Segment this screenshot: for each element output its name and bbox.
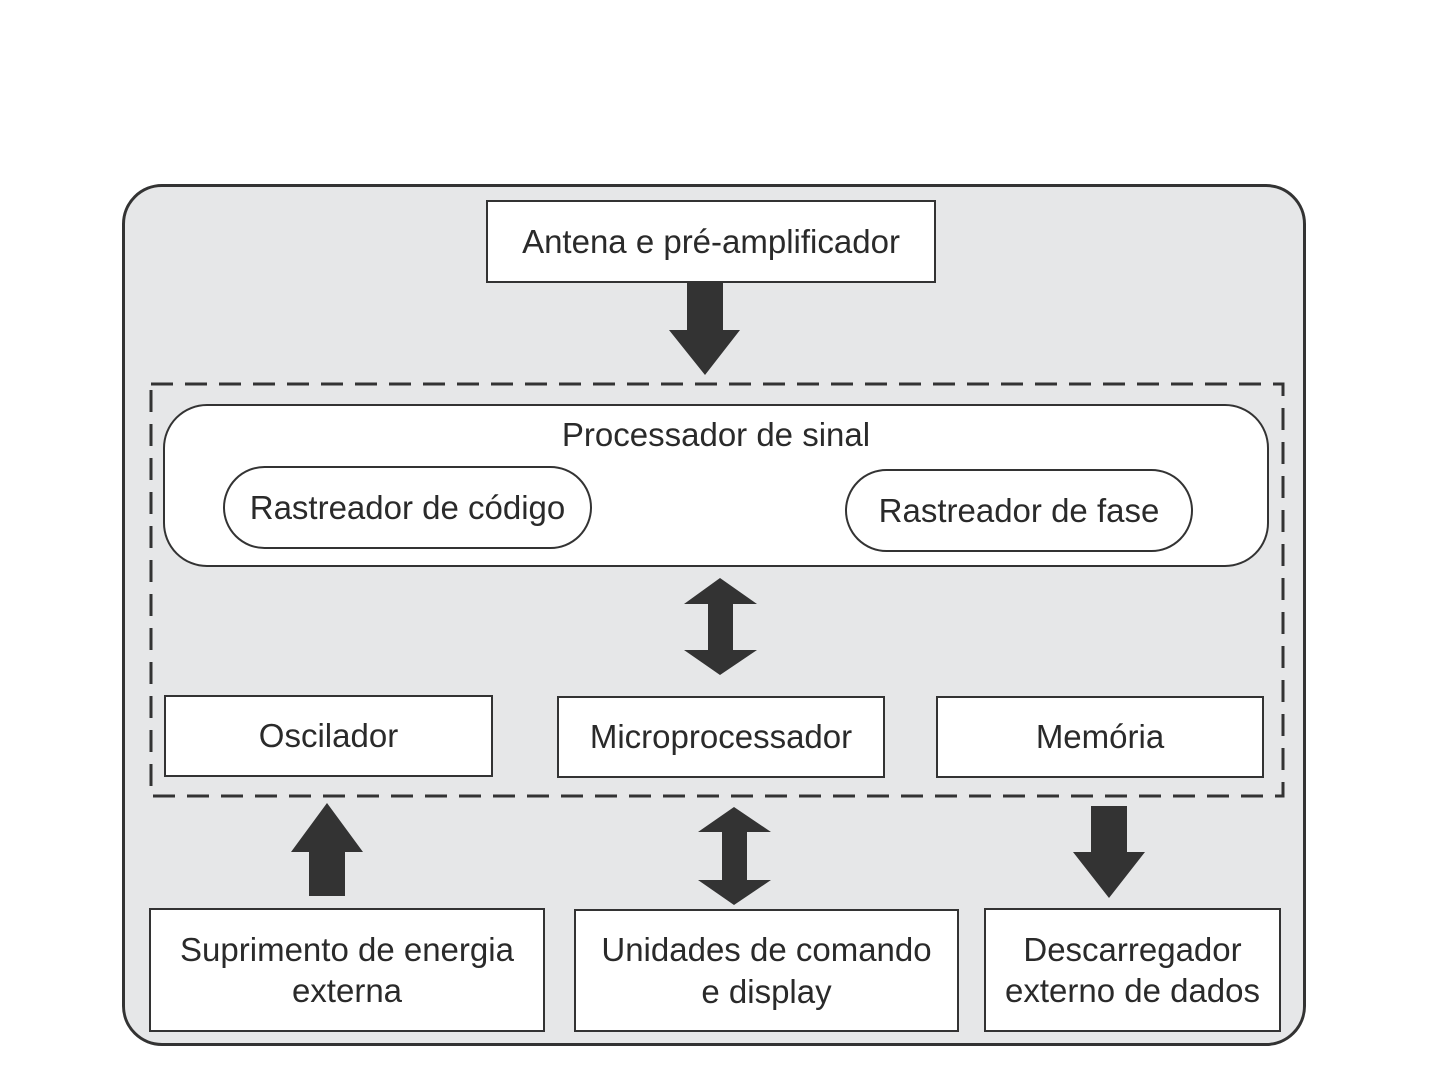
command-units-box: Unidades de comando e display [574, 909, 959, 1032]
data-downloader-label-line1: Descarregador [1023, 929, 1241, 970]
command-units-label-line1: Unidades de comando [601, 929, 931, 970]
memory-label: Memória [1036, 716, 1164, 757]
oscillator-box: Oscilador [164, 695, 493, 777]
phase-tracker-box: Rastreador de fase [845, 469, 1193, 552]
phase-tracker-label: Rastreador de fase [879, 490, 1160, 531]
power-supply-label-line1: Suprimento de energia [180, 929, 514, 970]
power-supply-box: Suprimento de energia externa [149, 908, 545, 1032]
antenna-label: Antena e pré-amplificador [522, 221, 900, 262]
power-supply-label-line2: externa [292, 970, 402, 1011]
memory-box: Memória [936, 696, 1264, 778]
antenna-box: Antena e pré-amplificador [486, 200, 936, 283]
oscillator-label: Oscilador [259, 715, 398, 756]
data-downloader-box: Descarregador externo de dados [984, 908, 1281, 1032]
code-tracker-label: Rastreador de código [250, 487, 566, 528]
microprocessor-box: Microprocessador [557, 696, 885, 778]
microprocessor-label: Microprocessador [590, 716, 852, 757]
command-units-label-line2: e display [701, 971, 831, 1012]
signal-processor-label: Processador de sinal [562, 414, 870, 455]
data-downloader-label-line2: externo de dados [1005, 970, 1260, 1011]
code-tracker-box: Rastreador de código [223, 466, 592, 549]
